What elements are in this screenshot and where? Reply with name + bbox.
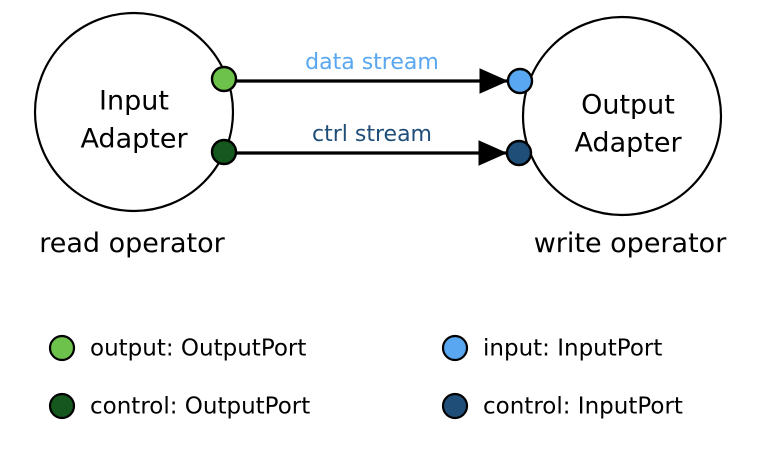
legend-item-output-outputport[interactable]: output: OutputPort bbox=[48, 334, 306, 362]
ctrl-stream-label: ctrl stream bbox=[312, 122, 432, 147]
legend-control-outputport-label: control: OutputPort bbox=[90, 394, 310, 420]
node-output-adapter[interactable]: Output Adapter bbox=[521, 15, 723, 217]
edge-ctrl-stream[interactable]: ctrl stream bbox=[236, 122, 508, 166]
write-operator-caption: write operator bbox=[534, 228, 727, 259]
read-operator-caption: read operator bbox=[39, 228, 225, 259]
legend-item-control-inputport[interactable]: control: InputPort bbox=[441, 392, 683, 420]
legend-output-outputport-label: output: OutputPort bbox=[90, 336, 306, 362]
input-adapter-control-port-dot[interactable] bbox=[210, 138, 238, 166]
legend-input-inputport-label: input: InputPort bbox=[483, 336, 662, 362]
legend-control-input-port-icon bbox=[441, 392, 469, 420]
input-adapter-circle[interactable] bbox=[33, 11, 235, 213]
output-adapter-input-port-dot[interactable] bbox=[506, 67, 534, 95]
legend-item-input-inputport[interactable]: input: InputPort bbox=[441, 334, 662, 362]
legend-output-port-icon bbox=[48, 334, 76, 362]
legend: output: OutputPort control: OutputPort i… bbox=[48, 334, 683, 420]
edge-data-stream[interactable]: data stream bbox=[236, 50, 509, 94]
legend-input-port-icon bbox=[441, 334, 469, 362]
output-adapter-label-line1: Output bbox=[581, 90, 675, 121]
legend-control-output-port-icon bbox=[48, 392, 76, 420]
legend-control-inputport-label: control: InputPort bbox=[483, 394, 683, 420]
data-stream-label: data stream bbox=[305, 50, 439, 75]
output-adapter-label-line2: Adapter bbox=[574, 128, 682, 159]
input-adapter-label-line2: Adapter bbox=[80, 124, 188, 155]
input-adapter-output-port-dot[interactable] bbox=[210, 65, 238, 93]
input-adapter-label-line1: Input bbox=[99, 86, 169, 117]
node-input-adapter[interactable]: Input Adapter bbox=[33, 11, 235, 213]
output-adapter-control-port-dot[interactable] bbox=[505, 139, 533, 167]
legend-item-control-outputport[interactable]: control: OutputPort bbox=[48, 392, 310, 420]
output-adapter-circle[interactable] bbox=[521, 15, 723, 217]
